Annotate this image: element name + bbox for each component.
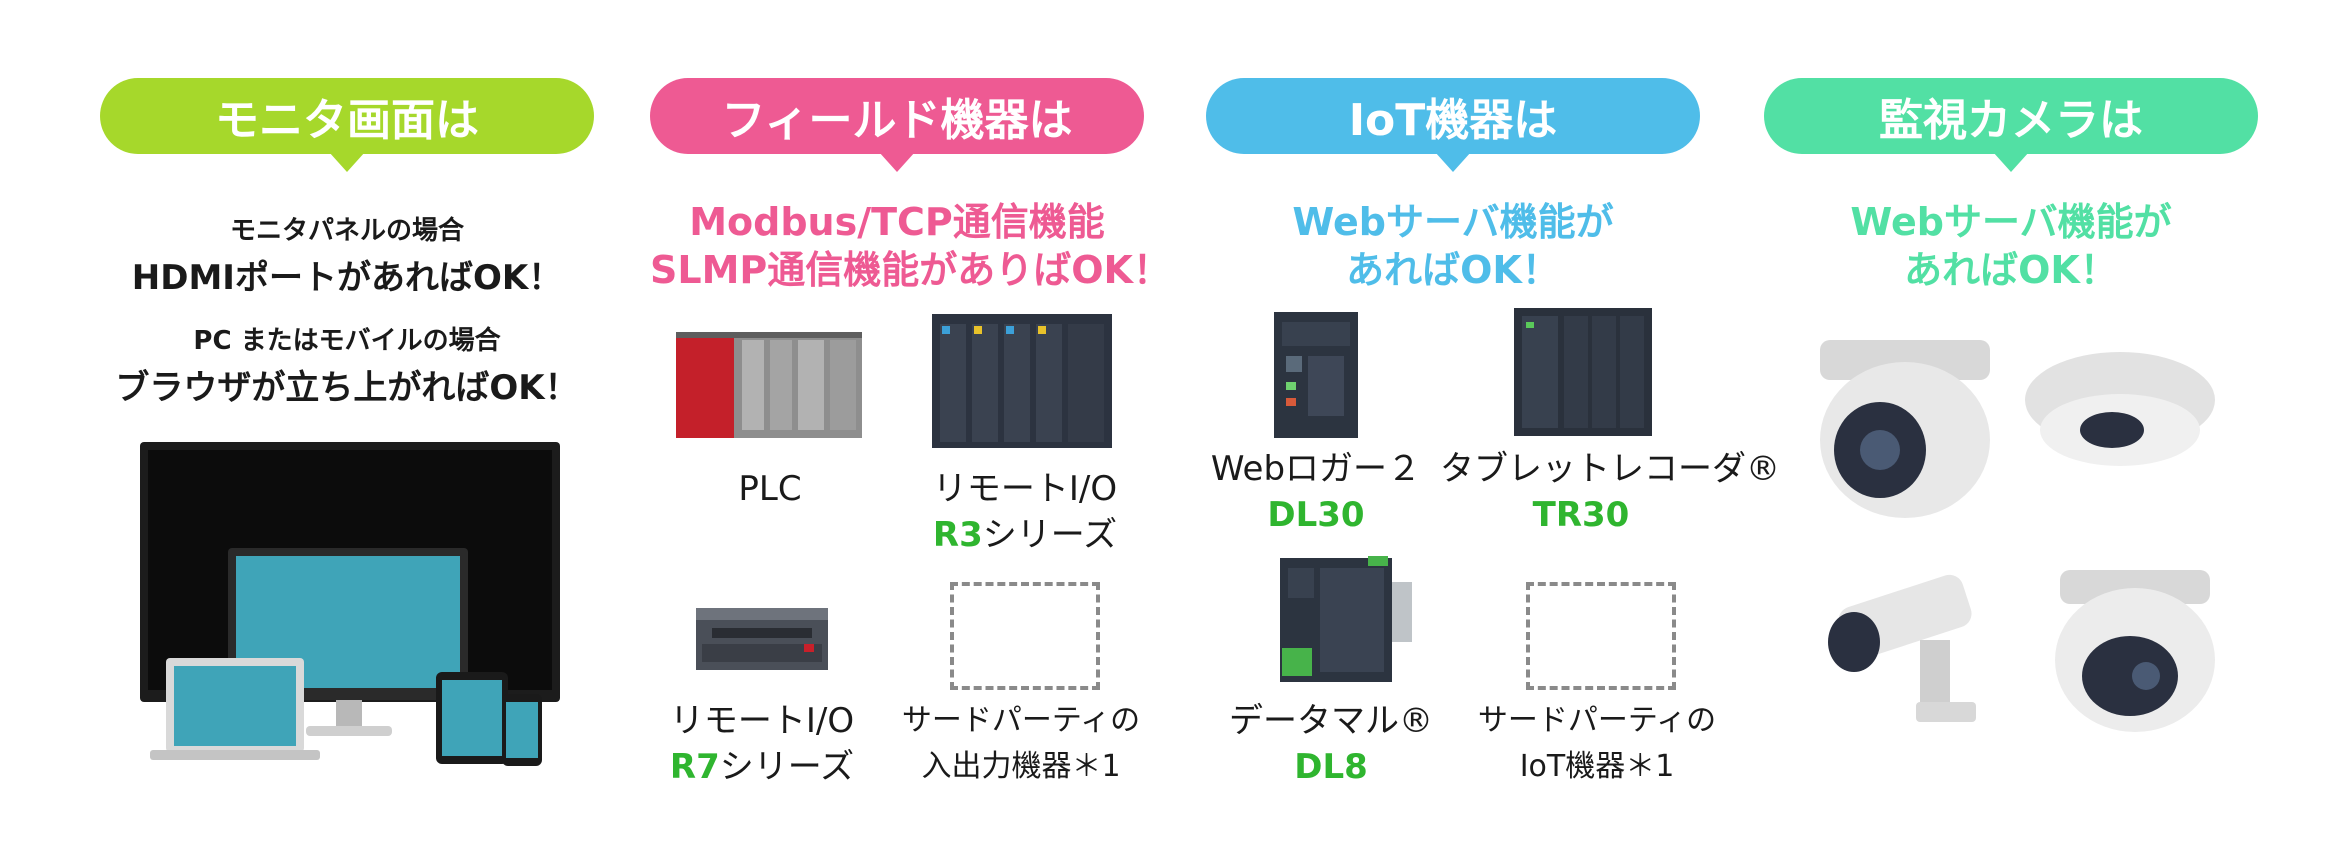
camera-header-pill: 監視カメラは bbox=[1764, 78, 2258, 172]
security-cameras-illustration bbox=[1820, 340, 2215, 732]
monitor-header-pill: モニタ画面は bbox=[100, 78, 594, 172]
monitor-browser-note: ブラウザが立ち上がればOK！ bbox=[115, 368, 579, 408]
iot-subtitle-line1: Webサーバ機能が bbox=[1292, 200, 1614, 244]
monitor-header-title: モニタ画面は bbox=[215, 95, 479, 146]
dl8-label: データマル® bbox=[1229, 701, 1433, 741]
iot-header-pill: IoT機器は bbox=[1206, 78, 1700, 172]
remote-io-r3-device bbox=[932, 314, 1112, 448]
camera-subtitle-line1: Webサーバ機能が bbox=[1850, 200, 2172, 244]
third-party-io-label2: 入出力機器＊1 bbox=[921, 749, 1121, 784]
display-devices-illustration bbox=[140, 442, 560, 766]
r3-suffix: シリーズ bbox=[982, 515, 1118, 555]
r3-model: R3 bbox=[932, 515, 983, 555]
monitor-hdmi-note: HDMIポートがあればOK！ bbox=[131, 258, 563, 298]
r3-label: リモートI/O bbox=[932, 469, 1118, 509]
dl8-model: DL8 bbox=[1294, 747, 1368, 787]
third-party-iot-label1: サードパーティの bbox=[1477, 703, 1717, 738]
placeholder-box bbox=[950, 582, 1100, 690]
datamaru-device bbox=[1280, 556, 1412, 682]
r7-label: リモートI/O bbox=[669, 701, 855, 741]
r7-model: R7 bbox=[669, 747, 720, 787]
plc-label: PLC bbox=[738, 469, 802, 509]
camera-subtitle-line2: あればOK！ bbox=[1904, 248, 2118, 292]
field-header-pill: フィールド機器は bbox=[650, 78, 1144, 172]
remote-io-r7-device bbox=[696, 608, 828, 670]
tr30-label: タブレットレコーダ® bbox=[1440, 449, 1780, 489]
r7-series-label: R7シリーズ bbox=[652, 744, 872, 790]
third-party-iot-label2: IoT機器＊1 bbox=[1519, 749, 1675, 784]
tablet-recorder-device bbox=[1514, 308, 1652, 436]
r3-series-label: R3シリーズ bbox=[900, 512, 1150, 558]
camera-header-title: 監視カメラは bbox=[1879, 95, 2143, 146]
web-logger-device bbox=[1274, 312, 1358, 438]
monitor-pc-note: PC またはモバイルの場合 bbox=[193, 326, 501, 356]
r7-suffix: シリーズ bbox=[719, 747, 855, 787]
field-header-title: フィールド機器は bbox=[721, 95, 1073, 146]
field-subtitle-line2: SLMP通信機能がありばOK！ bbox=[650, 248, 1171, 292]
placeholder-box bbox=[1526, 582, 1676, 690]
field-subtitle-line1: Modbus/TCP通信機能 bbox=[689, 200, 1105, 244]
dl30-model: DL30 bbox=[1267, 495, 1365, 535]
iot-header-title: IoT機器は bbox=[1348, 95, 1558, 146]
iot-subtitle-line2: あればOK！ bbox=[1346, 248, 1560, 292]
tr30-model: TR30 bbox=[1532, 495, 1630, 535]
monitor-panel-note: モニタパネルの場合 bbox=[229, 216, 464, 246]
dl30-label: Webロガー２ bbox=[1210, 449, 1422, 489]
plc-device bbox=[676, 332, 862, 438]
third-party-io-label1: サードパーティの bbox=[901, 703, 1141, 738]
